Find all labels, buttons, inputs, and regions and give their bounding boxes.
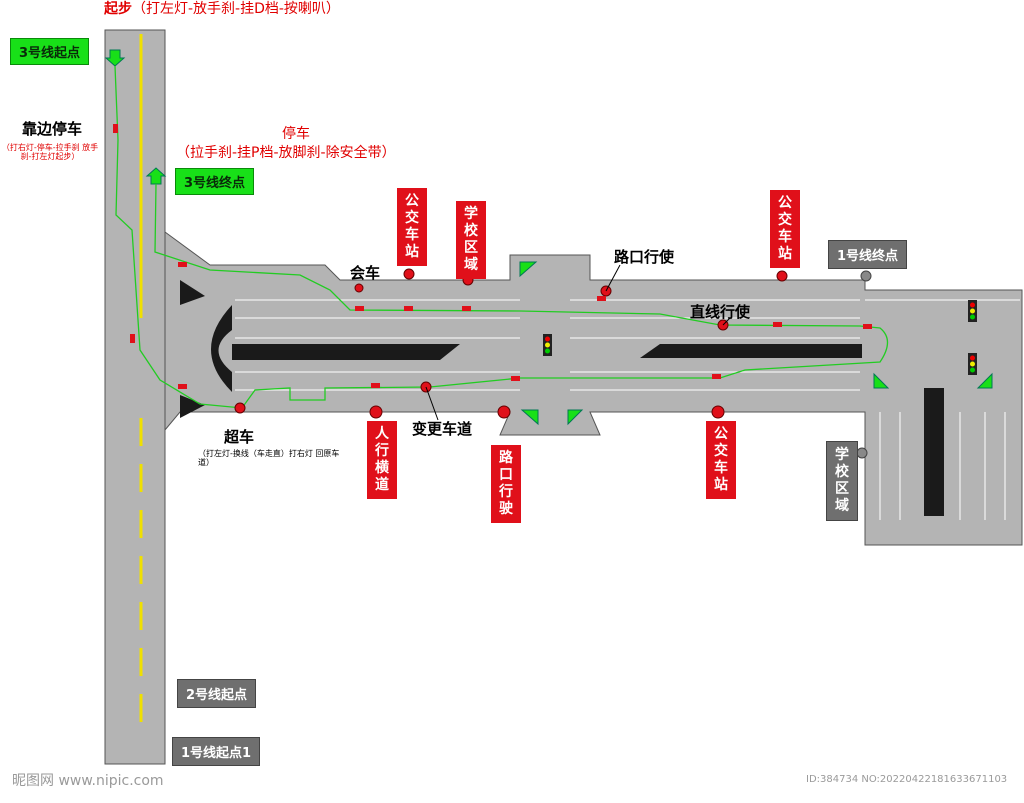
- island-bottom: [180, 395, 205, 418]
- bus-stop-sign: 公交车站: [397, 188, 427, 266]
- traffic-light-icon: [968, 300, 977, 322]
- school-zone-sign: 学校区域: [456, 201, 486, 279]
- island-arc: [211, 305, 232, 392]
- line3-start-marker: 3号线起点: [10, 38, 90, 65]
- pull-over-label: 靠边停车: [22, 120, 83, 138]
- overtake-label: 超车: [224, 428, 255, 446]
- crosswalk-sign: 人行横道: [367, 421, 397, 499]
- arrow-down-icon: [104, 49, 126, 67]
- lane-change-label: 变更车道: [412, 420, 473, 438]
- bus-stop-sign: 公交车站: [770, 190, 800, 268]
- triangle-marker: [519, 261, 538, 278]
- triangle-marker: [520, 409, 539, 426]
- arrow-up-icon: [145, 167, 167, 185]
- intersection-label: 路口行使: [614, 248, 675, 266]
- watermark-left: 昵图网 www.nipic.com: [12, 773, 164, 789]
- traffic-light-icon: [968, 353, 977, 375]
- checkpoint-gray: [860, 270, 872, 282]
- intersection-drive-sign: 路口行驶: [491, 445, 521, 523]
- main-road: [164, 231, 1023, 546]
- checkpoint-gray: [856, 447, 868, 459]
- overtake-note: （打左灯-换线（车走直）打右灯 回原车道）: [198, 449, 340, 467]
- leader-lines: [425, 264, 731, 421]
- vertical-road: [104, 29, 166, 765]
- triangle-marker: [976, 372, 993, 389]
- triangle-marker: [873, 372, 890, 389]
- line3-end-marker: 3号线终点: [175, 168, 255, 195]
- start-title-label: 起步: [104, 1, 132, 17]
- median-vertical: [924, 388, 944, 516]
- line1-start1-marker: 1号线起点1: [172, 737, 261, 766]
- median-left: [232, 344, 460, 360]
- line2-start-marker: 2号线起点: [177, 679, 257, 708]
- island-top: [180, 280, 205, 305]
- stop-title: 停车: [282, 126, 310, 142]
- lane-lines: [235, 299, 1020, 520]
- line1-end-marker: 1号线终点: [828, 240, 908, 269]
- car-icons: [113, 124, 872, 389]
- median-right: [640, 344, 862, 358]
- meet-label: 会车: [350, 264, 381, 282]
- start-title-steps: （打左灯-放手刹-挂D档-按喇叭）: [132, 1, 340, 17]
- route-path: [114, 65, 889, 409]
- triangle-marker: [567, 409, 584, 426]
- watermark-right: ID:384734 NO:20220422181633671103: [806, 774, 1008, 785]
- start-title: 起步（打左灯-放手刹-挂D档-按喇叭）: [104, 0, 340, 18]
- pull-over-note: （打右灯-停车-拉手刹 放手刹-打左灯起步）: [1, 143, 99, 161]
- stop-steps: （拉手刹-挂P档-放脚刹-除安全带）: [176, 145, 396, 161]
- traffic-light-icon: [543, 334, 552, 356]
- bus-stop-sign: 公交车站: [706, 421, 736, 499]
- straight-label: 直线行使: [690, 303, 751, 321]
- school-zone-sign: 学校区域: [826, 441, 858, 521]
